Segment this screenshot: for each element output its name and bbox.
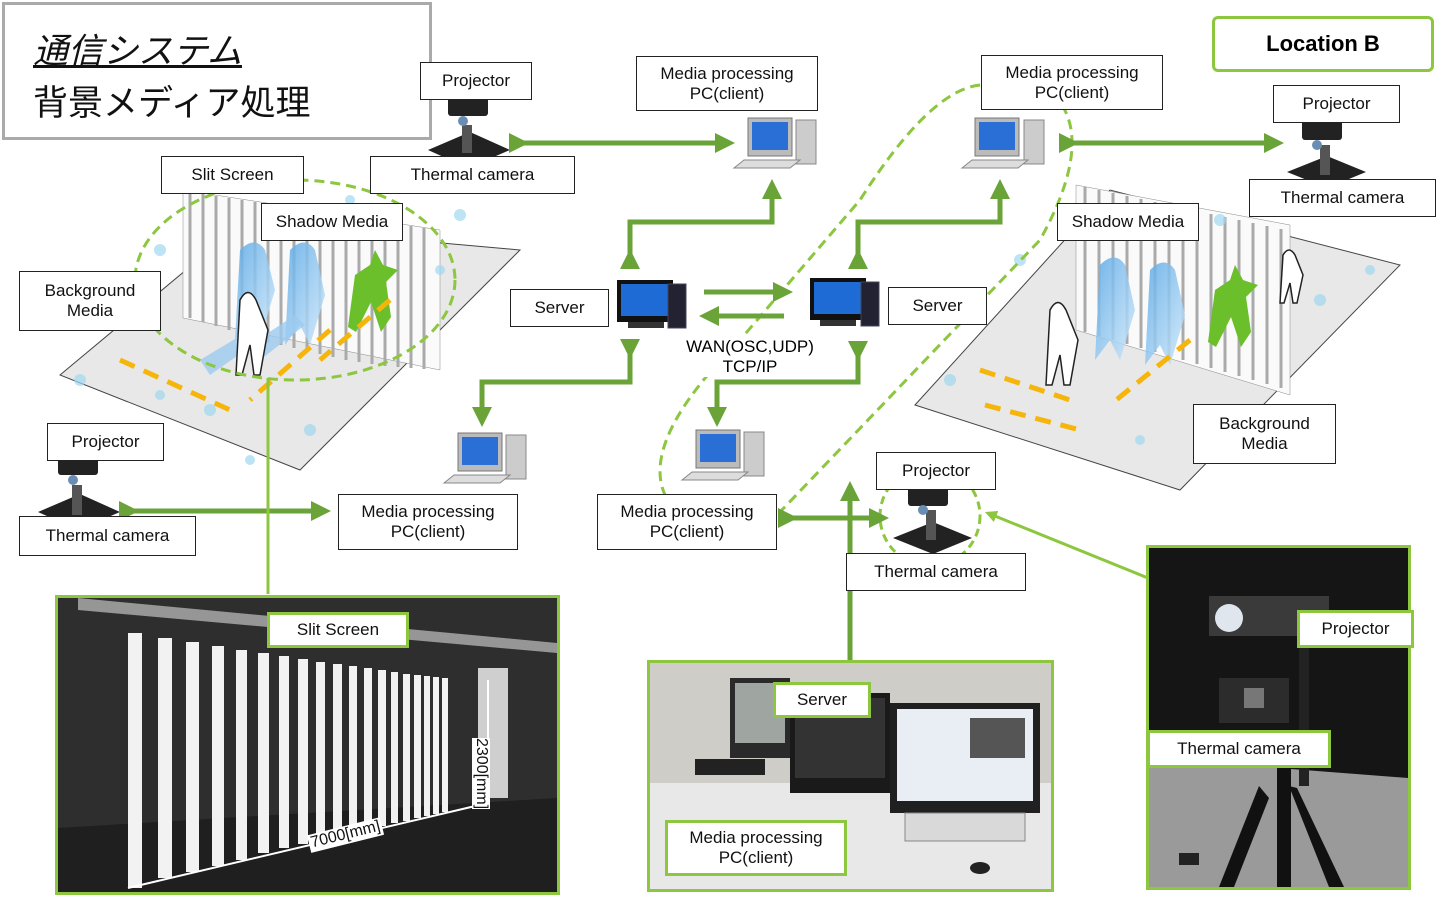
label-projector-left: Projector — [47, 423, 164, 461]
label-shadow-media-right: Shadow Media — [1057, 203, 1199, 241]
projector-icon-right — [1287, 120, 1366, 188]
label-text-line1: Background — [1219, 414, 1310, 433]
dashed-link-curve-left — [658, 83, 981, 496]
server-icon-right — [810, 278, 880, 327]
label-server-left: Server — [510, 289, 609, 327]
label-text-line1: Media processing — [620, 502, 754, 521]
title-box: 通信システム 背景メディア処理 — [2, 2, 432, 140]
server-icon-left — [617, 280, 687, 329]
label-text-line2: PC(client) — [689, 83, 765, 103]
label-text-line2: PC(client) — [1034, 82, 1110, 102]
arrow-server-pc-top-right — [848, 179, 1010, 270]
left-floor — [59, 189, 522, 471]
label-text-line2: PC(client) — [718, 848, 794, 867]
title-line2: 背景メディア処理 — [33, 84, 311, 124]
label-thermal-camera-right: Thermal camera — [1249, 179, 1436, 217]
label-server-right: Server — [888, 287, 987, 325]
projector-icon-center — [893, 486, 972, 554]
wan-line2: TCP/IP — [722, 357, 778, 376]
label-thermal-camera-center: Thermal camera — [846, 553, 1026, 591]
label-text-line2: PC(client) — [649, 522, 725, 541]
label-shadow-media-left: Shadow Media — [261, 203, 403, 241]
label-text-line2: Media — [1241, 434, 1288, 453]
label-text-line1: Media processing — [689, 828, 823, 847]
connector-right-photo — [984, 510, 1149, 580]
photo-label-projector: Projector — [1297, 610, 1414, 648]
label-text-line2: Media — [66, 301, 114, 320]
photo-label-slit-screen: Slit Screen — [267, 612, 409, 648]
label-thermal-camera-left: Thermal camera — [19, 516, 196, 556]
title-line1: 通信システム — [33, 32, 242, 72]
arrow-server-pc-mid-left — [472, 338, 640, 427]
arrow-server-pc-mid-right — [707, 340, 868, 427]
wan-label: WAN(OSC,UDP) TCP/IP — [670, 337, 830, 377]
label-text-line1: Media processing — [660, 63, 794, 83]
height-dimension: 2300[mm] — [472, 738, 490, 810]
photo-label-server: Server — [773, 682, 871, 718]
label-projector-center: Projector — [876, 452, 996, 490]
label-projector-top-left: Projector — [420, 62, 532, 100]
dashed-link-curve-right — [778, 104, 1074, 514]
left-dashed-ellipse — [133, 178, 457, 382]
pc-icon-top-center — [732, 117, 817, 169]
label-thermal-camera-top-left: Thermal camera — [370, 156, 575, 194]
wan-line1: WAN(OSC,UDP) — [686, 337, 814, 356]
label-text-line1: Media processing — [361, 502, 495, 521]
arrow-server-pc-top-left — [620, 179, 782, 270]
pc-icon-mid-center — [680, 429, 765, 481]
label-text-line2: PC(client) — [390, 522, 466, 541]
projector-thermal-photo-graphic — [1149, 548, 1408, 887]
label-slit-screen: Slit Screen — [161, 156, 304, 194]
photo-label-thermal-camera: Thermal camera — [1147, 730, 1331, 768]
label-projector-right: Projector — [1273, 85, 1400, 123]
label-text-line1: Media processing — [1005, 62, 1139, 82]
location-b-badge: Location B — [1212, 16, 1434, 72]
pc-icon-mid-left — [442, 432, 527, 484]
label-text-line1: Background — [44, 281, 136, 300]
pc-icon-top-right — [960, 117, 1045, 169]
photo-projector-thermal — [1146, 545, 1411, 890]
